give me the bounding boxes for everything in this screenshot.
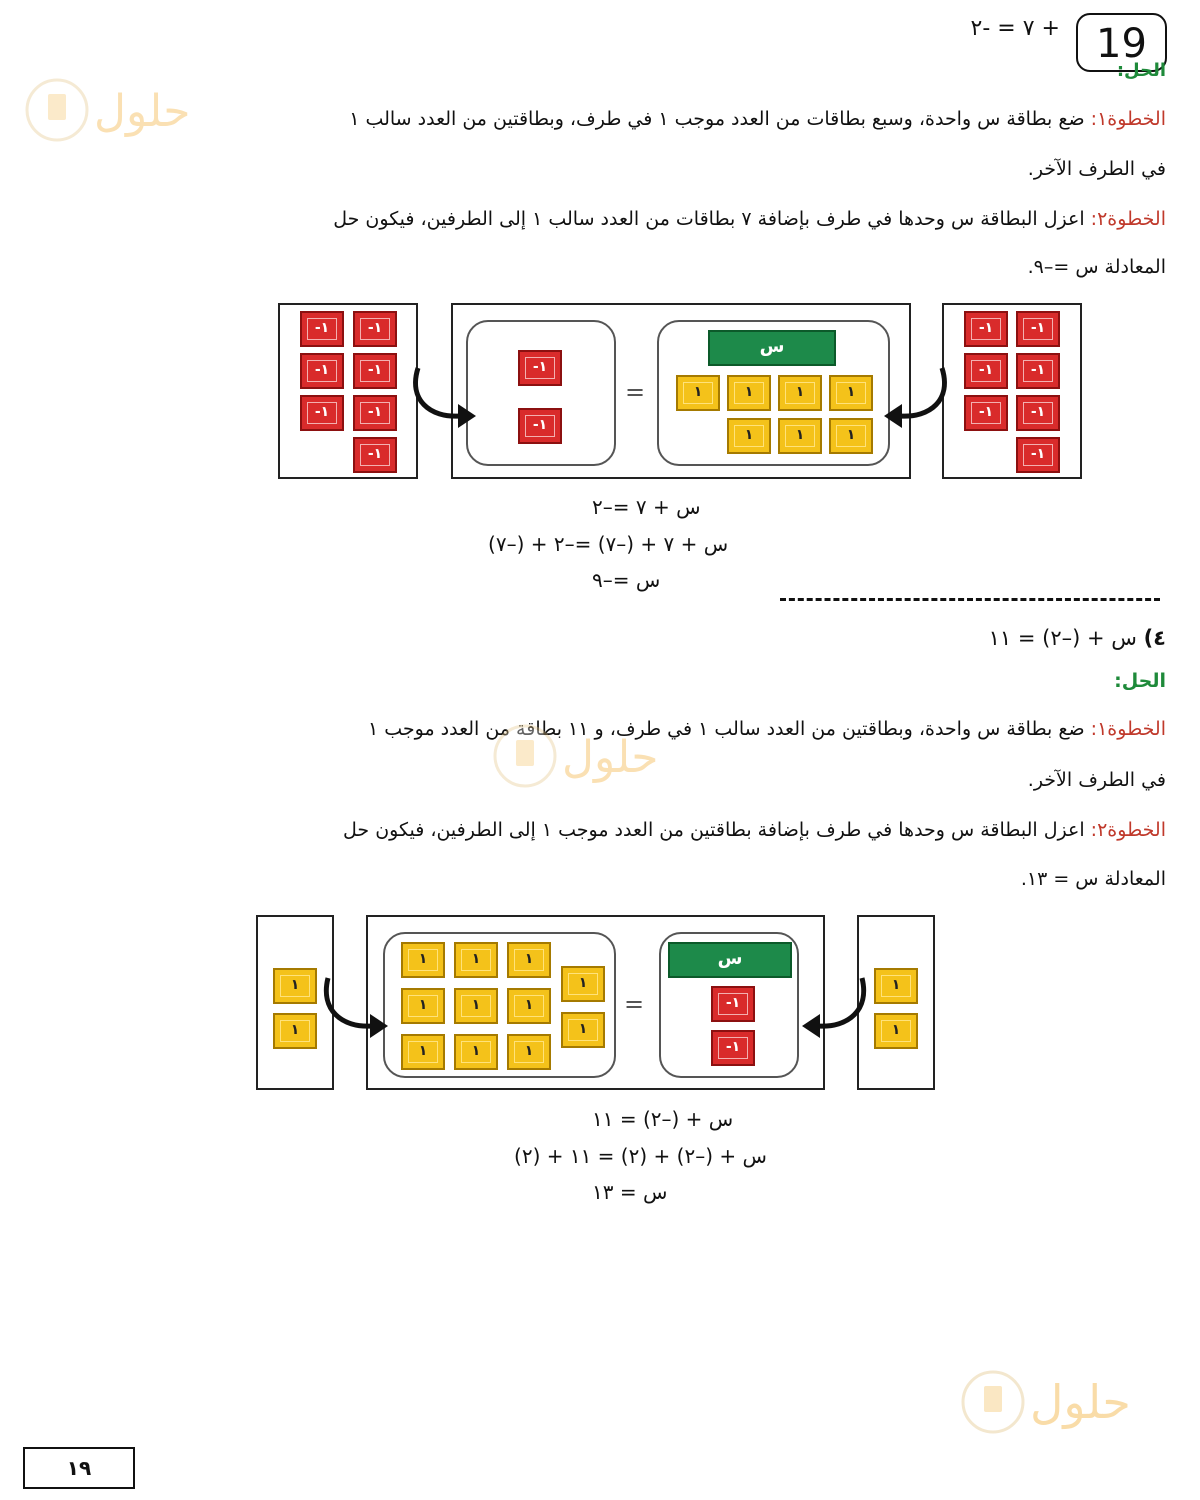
solution-label-2: الحل: <box>1114 670 1166 692</box>
p1-neg-tile: -١ <box>300 395 344 431</box>
p2-pos-tile: ١ <box>507 1034 551 1070</box>
top-equation: + ٧ = -٢ <box>970 16 1060 41</box>
svg-text:حلول: حلول <box>94 86 190 137</box>
p2-step2-label: الخطوة٢: <box>1090 819 1166 841</box>
p1-right-added-box <box>942 303 1082 479</box>
p2-pos-tile: ١ <box>401 1034 445 1070</box>
book-logo-icon: حلول <box>25 78 190 142</box>
p2-neg-tile: -١ <box>711 986 755 1022</box>
p1-math-line-3: س =–٩ <box>592 568 661 592</box>
p2-step2: الخطوة٢: اعزل البطاقة س وحدها في طرف بإض… <box>343 819 1166 841</box>
p1-neg-tile: -١ <box>1016 437 1060 473</box>
p2-step2-cont: المعادلة س = ١٣. <box>1020 868 1166 890</box>
p1-neg-tile: -١ <box>1016 353 1060 389</box>
p1-pos-tile: ١ <box>778 375 822 411</box>
p1-math-line-2: س + ٧ + (–٧) =–٢ + (–٧) <box>488 532 729 556</box>
p1-step1: الخطوة١: ضع بطاقة س واحدة، وسبع بطاقات م… <box>349 108 1166 130</box>
p2-left-arrow-icon <box>323 977 388 1038</box>
p1-step1-text: ضع بطاقة س واحدة، وسبع بطاقات من العدد م… <box>349 108 1091 130</box>
p1-left-side <box>466 320 616 466</box>
p1-neg-tile: -١ <box>353 311 397 347</box>
p2-neg-tile: -١ <box>711 1030 755 1066</box>
book-logo-icon: حلول <box>493 724 658 788</box>
p1-left-arrow-icon <box>413 367 476 428</box>
watermark-logo: حلول <box>492 716 702 796</box>
p1-equals-sign: = <box>625 378 646 406</box>
book-logo-icon: حلول <box>961 1370 1131 1434</box>
p1-step2-label: الخطوة٢: <box>1090 208 1166 230</box>
p2-pos-tile: ١ <box>273 1013 317 1049</box>
p1-step2-cont: المعادلة س =–٩. <box>1027 256 1166 278</box>
p2-math-line-1: س + (–٢) = ١١ <box>592 1107 734 1131</box>
p1-neg-tile: -١ <box>964 353 1008 389</box>
p2-pos-tile: ١ <box>401 988 445 1024</box>
p1-neg-tile: -١ <box>964 311 1008 347</box>
p2-pos-tile: ١ <box>507 988 551 1024</box>
p2-math-line-2: س + (–٢) + (٢) = ١١ + (٢) <box>514 1144 767 1168</box>
watermark-logo: حلول <box>960 1360 1170 1444</box>
p2-pos-tile: ١ <box>273 968 317 1004</box>
p1-step1-label: الخطوة١: <box>1090 108 1166 130</box>
p2-right-arrow-icon <box>802 977 867 1038</box>
p1-step1-cont: في الطرف الآخر. <box>1027 158 1166 180</box>
p1-math-line-1: س + ٧ =–٢ <box>592 495 701 519</box>
p2-step1: الخطوة١: ضع بطاقة س واحدة، وبطاقتين من ا… <box>368 718 1166 740</box>
p1-pos-tile: ١ <box>829 375 873 411</box>
p2-pos-tile: ١ <box>454 988 498 1024</box>
p1-neg-tile: -١ <box>353 395 397 431</box>
p2-pos-tile: ١ <box>401 942 445 978</box>
p2-pos-tile: ١ <box>454 942 498 978</box>
p1-neg-tile: -١ <box>353 353 397 389</box>
svg-text:حلول: حلول <box>1030 1375 1131 1430</box>
p2-x-tile: س <box>668 942 792 978</box>
p1-neg-tile: -١ <box>964 395 1008 431</box>
p1-x-tile: س <box>708 330 836 366</box>
separator-dashed-line <box>780 598 1160 601</box>
p2-pos-tile: ١ <box>561 966 605 1002</box>
p2-pos-tile: ١ <box>874 1013 918 1049</box>
p2-step1-text: ضع بطاقة س واحدة، وبطاقتين من العدد سالب… <box>367 718 1091 740</box>
p1-pos-tile: ١ <box>778 418 822 454</box>
p2-pos-tile: ١ <box>454 1034 498 1070</box>
p1-pos-tile: ١ <box>676 375 720 411</box>
watermark-logo: حلول <box>24 76 234 150</box>
p2-step2-text: اعزل البطاقة س وحدها في طرف بإضافة بطاقت… <box>343 819 1091 841</box>
p1-pos-tile: ١ <box>829 418 873 454</box>
p1-left-added-box <box>278 303 418 479</box>
p2-title: ٤) س + (–٢) = ١١ <box>989 626 1166 650</box>
p1-neg-tile: -١ <box>353 437 397 473</box>
p2-equals-sign: = <box>624 990 645 1018</box>
p1-pos-tile: ١ <box>727 375 771 411</box>
p1-neg-tile: -١ <box>518 408 562 444</box>
p2-number-label: ٤) <box>1143 626 1166 650</box>
svg-text:حلول: حلول <box>562 732 658 783</box>
p2-pos-tile: ١ <box>561 1012 605 1048</box>
p2-math-line-3: س = ١٣ <box>592 1180 668 1204</box>
p1-neg-tile: -١ <box>300 311 344 347</box>
p1-neg-tile: -١ <box>518 350 562 386</box>
p1-right-arrow-icon <box>884 367 947 428</box>
p1-neg-tile: -١ <box>1016 395 1060 431</box>
p2-pos-tile: ١ <box>507 942 551 978</box>
solution-label-1: الحل: <box>1116 60 1166 81</box>
p2-step1-cont: في الطرف الآخر. <box>1027 769 1166 791</box>
p1-neg-tile: -١ <box>1016 311 1060 347</box>
p1-step2-text: اعزل البطاقة س وحدها في طرف بإضافة ٧ بطا… <box>333 208 1091 230</box>
p2-equation: س + (–٢) = ١١ <box>988 626 1137 650</box>
p1-neg-tile: -١ <box>300 353 344 389</box>
footer-page-number: ١٩ <box>23 1447 135 1489</box>
p1-pos-tile: ١ <box>727 418 771 454</box>
page-number-badge: 19 <box>1076 13 1167 72</box>
p2-pos-tile: ١ <box>874 968 918 1004</box>
p1-step2: الخطوة٢: اعزل البطاقة س وحدها في طرف بإض… <box>333 208 1166 230</box>
p2-step1-label: الخطوة١: <box>1090 718 1166 740</box>
